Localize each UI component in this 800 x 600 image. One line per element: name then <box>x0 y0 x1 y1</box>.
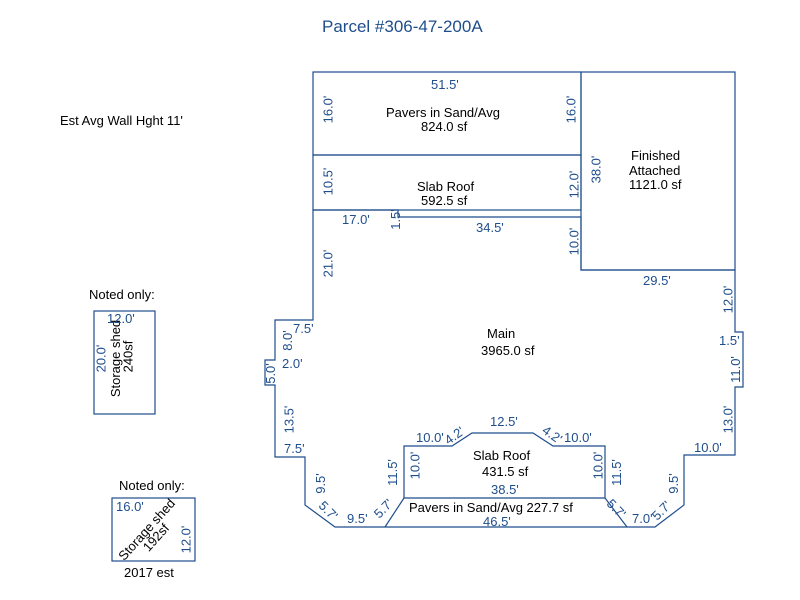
dim-label: 10.0' <box>564 430 592 445</box>
finished-name-2: Attached <box>629 163 681 178</box>
dim-label: 7.5' <box>293 321 314 336</box>
dim-label: 16.0' <box>320 95 336 124</box>
dim-label: 13.0' <box>720 405 736 434</box>
slab-bottom-area: 431.5 sf <box>482 464 529 479</box>
pavers-bottom-label: Pavers in Sand/Avg 227.7 sf <box>409 500 573 515</box>
dim-label: 8.0' <box>279 330 295 351</box>
noted-only-label-2: Noted only: <box>119 478 185 493</box>
dim-label: 17.0' <box>342 212 370 227</box>
noted-only-label-1: Noted only: <box>89 287 155 302</box>
dim-label: 11.0' <box>727 356 743 383</box>
dim-label: 21.0' <box>320 249 336 278</box>
dim-label: 7.0' <box>632 511 653 526</box>
main-area: 3965.0 sf <box>481 343 535 358</box>
dim-label: 5.0' <box>262 363 278 384</box>
shed1-outline <box>93 310 156 415</box>
dim-label: 20.0' <box>93 344 109 373</box>
shed-year-note: 2017 est <box>124 565 174 580</box>
dim-label: 12.0' <box>720 285 736 314</box>
dim-label: 10.0' <box>694 440 722 455</box>
slab-bottom-outline <box>403 432 606 498</box>
pavers-bottom-outline <box>384 497 628 528</box>
pavers-top-area: 824.0 sf <box>421 119 468 134</box>
main-name: Main <box>487 326 516 341</box>
dim-label: 12.5' <box>490 414 518 429</box>
dim-label: 10.5' <box>320 167 336 196</box>
page-title: Parcel #306-47-200A <box>322 17 483 36</box>
dim-label: 29.5' <box>643 273 671 288</box>
main-outline <box>264 209 744 528</box>
dim-label: 10.0' <box>407 451 423 480</box>
slab-bottom-name: Slab Roof <box>473 448 531 463</box>
slab-top-name: Slab Roof <box>417 179 475 194</box>
dim-label: 38.5' <box>491 482 519 497</box>
dim-label: 16.0' <box>563 95 579 124</box>
dim-label: 1.5' <box>719 333 740 348</box>
finished-area: 1121.0 sf <box>629 177 682 192</box>
shed1-area: 240sf <box>120 340 136 373</box>
dim-label: 10.0' <box>416 430 444 445</box>
finished-name-1: Finished <box>631 148 681 163</box>
dim-label: 12.0' <box>107 311 135 326</box>
pavers-top-name: Pavers in Sand/Avg <box>386 105 500 120</box>
dim-label: 9.5' <box>347 511 368 526</box>
dim-label: 38.0' <box>588 155 604 184</box>
dim-label: 11.5' <box>384 459 400 486</box>
dim-label: 9.5' <box>665 473 681 494</box>
dim-label: 34.5' <box>476 220 504 235</box>
dim-label: 51.5' <box>431 77 459 92</box>
dim-label: 10.0' <box>566 227 582 256</box>
dim-label: 9.5' <box>312 473 328 494</box>
dim-label: 16.0' <box>116 499 144 514</box>
dim-label: 13.5' <box>281 405 297 434</box>
wall-height-note: Est Avg Wall Hght 11' <box>60 113 183 128</box>
shed2-outline <box>111 497 196 562</box>
dim-label: 7.5' <box>284 441 305 456</box>
dim-label: 1.5' <box>387 209 403 230</box>
dim-label: 2.0' <box>282 356 303 371</box>
slab-top-area: 592.5 sf <box>421 193 468 208</box>
dim-label: 12.0' <box>178 525 194 554</box>
dim-label: 11.5' <box>608 459 624 486</box>
dim-label: 46.5' <box>483 514 511 529</box>
dim-label: 12.0' <box>566 170 582 199</box>
dim-label: 10.0' <box>590 451 606 480</box>
